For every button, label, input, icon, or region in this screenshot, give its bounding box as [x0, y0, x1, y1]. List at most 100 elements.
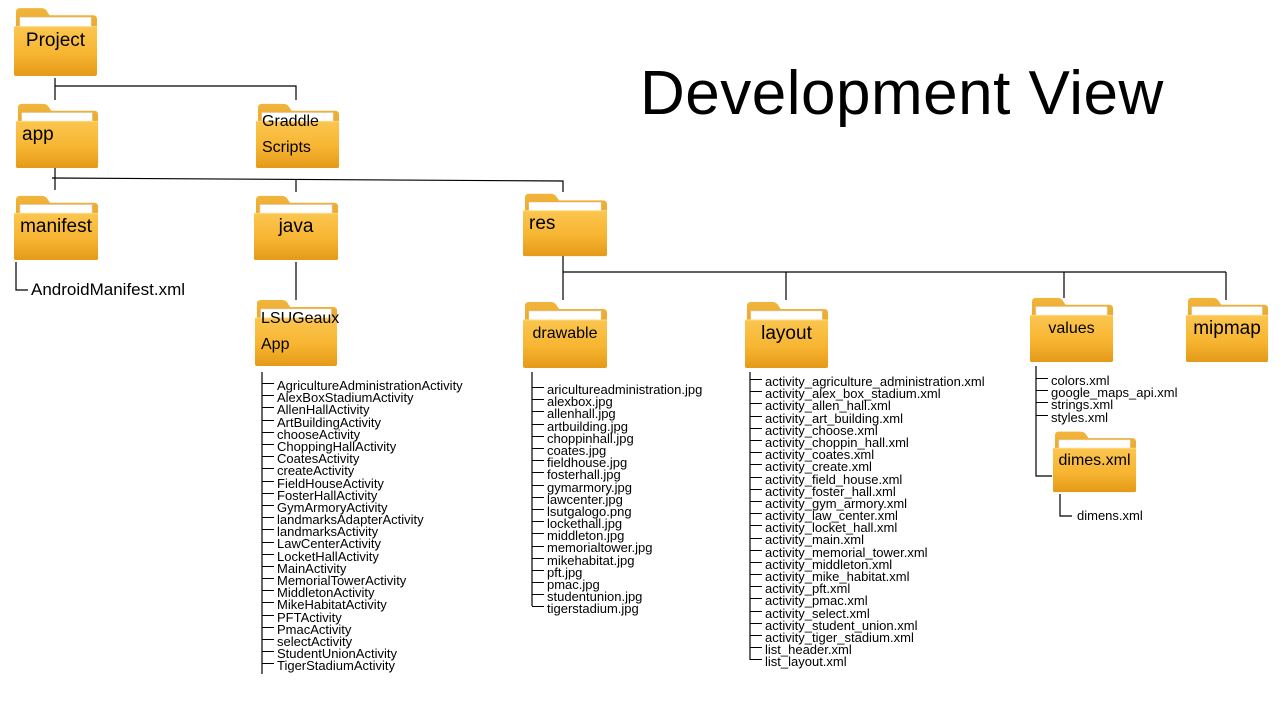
- layout-file[interactable]: list_layout.xml: [750, 655, 985, 668]
- java-file[interactable]: chooseActivity: [262, 428, 463, 441]
- drawable-file[interactable]: mikehabitat.jpg: [532, 554, 702, 567]
- layout-file[interactable]: activity_select.xml: [750, 607, 985, 620]
- drawable-file[interactable]: coates.jpg: [532, 444, 702, 457]
- drawable-file[interactable]: memorialtower.jpg: [532, 541, 702, 554]
- layout-file[interactable]: activity_student_union.xml: [750, 619, 985, 632]
- layout-file[interactable]: activity_tiger_stadium.xml: [750, 631, 985, 644]
- java-file[interactable]: StudentUnionActivity: [262, 647, 463, 660]
- branch-tick: [532, 545, 544, 547]
- java-file[interactable]: PmacActivity: [262, 621, 463, 637]
- branch-tick: [262, 553, 274, 555]
- values-file[interactable]: strings.xml: [1036, 398, 1177, 411]
- java-file[interactable]: AllenHallActivity: [262, 402, 463, 418]
- drawable-file[interactable]: middleton.jpg: [532, 529, 702, 542]
- folder-drawable[interactable]: drawable: [521, 298, 609, 370]
- java-file[interactable]: ArtBuildingActivity: [262, 416, 463, 429]
- drawable-file[interactable]: fosterhall.jpg: [532, 468, 702, 481]
- layout-file[interactable]: activity_agriculture_administration.xml: [750, 375, 985, 388]
- layout-file[interactable]: activity_art_building.xml: [750, 412, 985, 425]
- java-file[interactable]: MikeHabitatActivity: [262, 598, 463, 611]
- java-file[interactable]: landmarksAdapterActivity: [262, 513, 463, 526]
- drawable-file[interactable]: allenhall.jpg: [532, 407, 702, 420]
- folder-app[interactable]: app: [14, 100, 100, 170]
- file-name: choppinhall.jpg: [547, 430, 634, 446]
- folder-lsugeaux-app[interactable]: LSUGeaux App: [253, 296, 339, 368]
- folder-values[interactable]: values: [1028, 294, 1115, 364]
- folder-layout[interactable]: layout: [743, 298, 830, 370]
- branch-tick: [532, 569, 544, 571]
- java-file[interactable]: MemorialTowerActivity: [262, 574, 463, 587]
- file-name: fieldhouse.jpg: [547, 455, 628, 471]
- folder-gradle-scripts[interactable]: Graddle Scripts: [254, 100, 341, 170]
- folder-dimes[interactable]: dimes.xml: [1051, 428, 1138, 494]
- java-file[interactable]: MainActivity: [262, 562, 463, 575]
- drawable-file[interactable]: lockethall.jpg: [532, 517, 702, 530]
- values-file[interactable]: styles.xml: [1036, 411, 1177, 424]
- layout-file[interactable]: activity_pmac.xml: [750, 593, 985, 609]
- java-file[interactable]: ChoppingHallActivity: [262, 440, 463, 453]
- file-name: pmac.jpg: [547, 577, 600, 592]
- drawable-file[interactable]: studentunion.jpg: [532, 589, 702, 605]
- drawable-file[interactable]: gymarmory.jpg: [532, 481, 702, 494]
- java-file[interactable]: AgricultureAdministrationActivity: [262, 379, 463, 392]
- java-file[interactable]: createActivity: [262, 464, 463, 477]
- java-file[interactable]: selectActivity: [262, 635, 463, 648]
- java-file[interactable]: TigerStadiumActivity: [262, 659, 463, 672]
- file-name: activity_pmac.xml: [765, 593, 868, 609]
- layout-file[interactable]: activity_allen_hall.xml: [750, 399, 985, 412]
- layout-file[interactable]: activity_main.xml: [750, 533, 985, 546]
- drawable-file[interactable]: alexbox.jpg: [532, 395, 702, 408]
- drawable-file[interactable]: fieldhouse.jpg: [532, 455, 702, 471]
- layout-file[interactable]: activity_create.xml: [750, 460, 985, 473]
- folder-res[interactable]: res: [521, 190, 609, 258]
- layout-file[interactable]: activity_foster_hall.xml: [750, 485, 985, 498]
- java-file[interactable]: GymArmoryActivity: [262, 501, 463, 514]
- folder-manifest[interactable]: manifest: [12, 192, 100, 262]
- branch-tick: [750, 659, 762, 661]
- drawable-file[interactable]: pmac.jpg: [532, 577, 702, 592]
- drawable-file[interactable]: choppinhall.jpg: [532, 430, 702, 446]
- layout-file[interactable]: activity_middleton.xml: [750, 558, 985, 571]
- java-file[interactable]: LawCenterActivity: [262, 537, 463, 550]
- java-file[interactable]: FosterHallActivity: [262, 489, 463, 502]
- layout-file[interactable]: activity_choppin_hall.xml: [750, 436, 985, 449]
- layout-file[interactable]: activity_memorial_tower.xml: [750, 546, 985, 559]
- drawable-file[interactable]: lawcenter.jpg: [532, 493, 702, 506]
- layout-file[interactable]: activity_pft.xml: [750, 582, 985, 595]
- branch-tick: [750, 635, 762, 636]
- drawable-file[interactable]: ariculturеadministration.jpg: [532, 383, 702, 396]
- drawable-file[interactable]: lsutgalogo.png: [532, 505, 702, 518]
- java-file[interactable]: landmarksActivity: [262, 525, 463, 538]
- java-file[interactable]: LocketHallActivity: [262, 550, 463, 563]
- drawable-file[interactable]: tigerstadium.jpg: [532, 602, 702, 615]
- java-file[interactable]: FieldHouseActivity: [262, 477, 463, 490]
- folder-project[interactable]: Project: [12, 4, 99, 78]
- file-name: PmacActivity: [277, 621, 352, 637]
- layout-file[interactable]: activity_locket_hall.xml: [750, 521, 985, 534]
- layout-file[interactable]: list_header.xml: [750, 643, 985, 656]
- layout-file[interactable]: activity_choose.xml: [750, 424, 985, 437]
- java-file[interactable]: CoatesActivity: [262, 452, 463, 465]
- java-file[interactable]: AlexBoxStadiumActivity: [262, 391, 463, 404]
- layout-file[interactable]: activity_field_house.xml: [750, 471, 985, 487]
- file-android-manifest[interactable]: AndroidManifest.xml: [31, 280, 186, 299]
- layout-file[interactable]: activity_law_center.xml: [750, 509, 985, 522]
- drawable-file[interactable]: artbuilding.jpg: [532, 420, 702, 433]
- layout-file[interactable]: activity_gym_armory.xml: [750, 497, 985, 510]
- drawable-file[interactable]: pft.jpg: [532, 566, 702, 579]
- branch-tick: [262, 383, 274, 385]
- file-name: activity_field_house.xml: [765, 471, 903, 487]
- file-name: studentunion.jpg: [547, 589, 643, 605]
- folder-java[interactable]: java: [252, 192, 340, 262]
- layout-file[interactable]: activity_mike_habitat.xml: [750, 570, 985, 583]
- branch-tick: [262, 419, 274, 421]
- java-file[interactable]: PFTActivity: [262, 611, 463, 624]
- java-file[interactable]: MiddletonActivity: [262, 586, 463, 599]
- values-file[interactable]: google_maps_api.xml: [1036, 386, 1177, 399]
- folder-mipmap[interactable]: mipmap: [1184, 294, 1270, 364]
- values-file[interactable]: colors.xml: [1036, 374, 1177, 387]
- layout-file[interactable]: activity_alex_box_stadium.xml: [750, 387, 985, 400]
- file-dimens[interactable]: dimens.xml: [1077, 508, 1143, 523]
- layout-file[interactable]: activity_coates.xml: [750, 448, 985, 461]
- file-name: AllenHallActivity: [277, 402, 370, 418]
